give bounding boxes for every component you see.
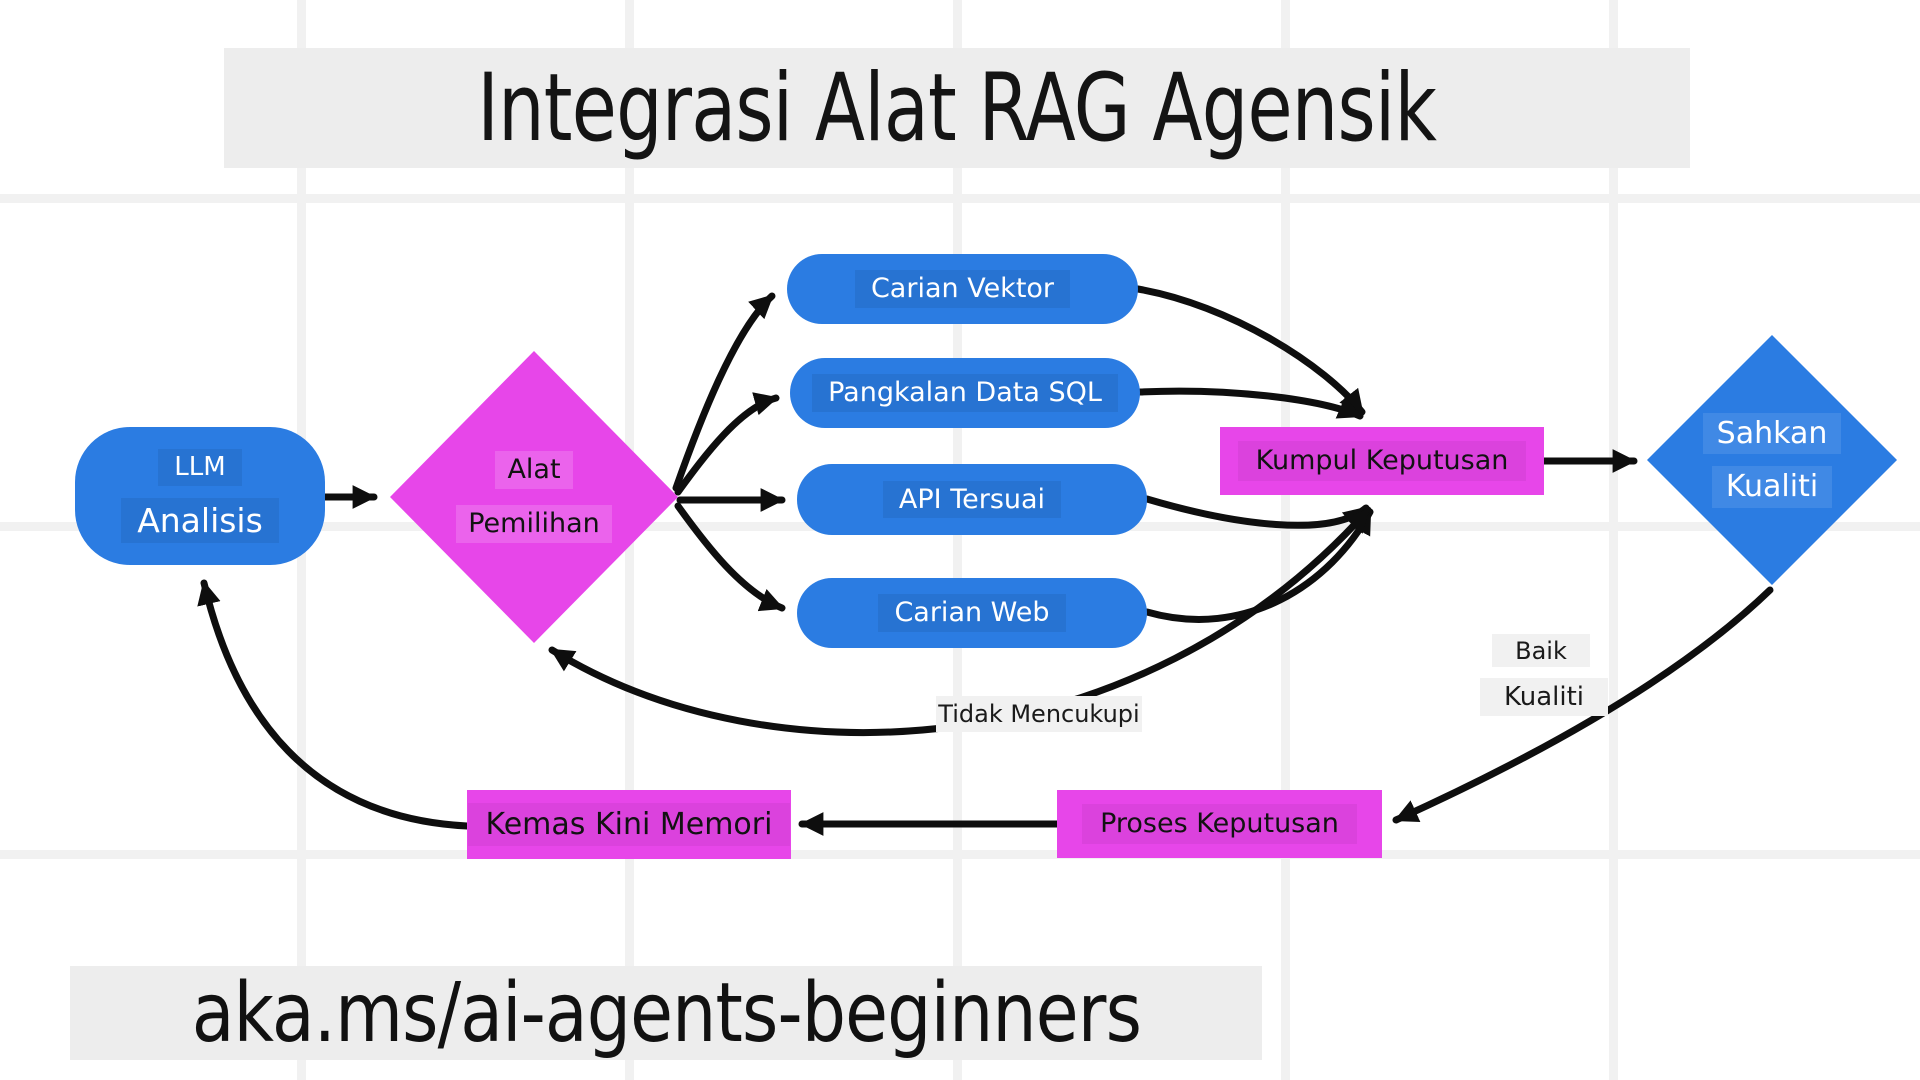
edge-selection-to-web [674,502,786,612]
custom-api-node: API Tersuai [797,464,1147,535]
title-banner: Integrasi Alat RAG Agensik [224,48,1690,168]
process-node: Proses Keputusan [1057,790,1382,858]
edge-memory-to-llm [197,579,471,830]
aggregate-rect-shape [1220,427,1544,495]
llm-node-label-line1: LLM [158,449,242,486]
vector-search-pill-shape [787,254,1138,324]
process-label: Proses Keputusan [1082,804,1357,844]
aggregate-node: Kumpul Keputusan [1220,427,1544,495]
sql-database-node: Pangkalan Data SQL [790,358,1140,428]
aggregate-label: Kumpul Keputusan [1237,441,1527,481]
vector-search-node: Carian Vektor [787,254,1138,324]
good-quality-label-line1: Baik [1492,634,1590,667]
footer-url: aka.ms/ai-agents-beginners [191,965,1141,1061]
web-search-label: Carian Web [878,594,1066,632]
web-search-node: Carian Web [797,578,1147,648]
llm-node-shape [75,427,325,565]
custom-api-label: API Tersuai [882,480,1062,519]
edge-sql-to-aggregate [1136,387,1364,420]
edge-selection-to-vector [672,292,776,492]
custom-api-pill-shape [797,464,1147,535]
tool-selection-label-line2: Pemilihan [456,505,612,543]
sql-database-pill-shape [790,358,1140,428]
validate-node: Sahkan Kualiti [1647,350,1897,570]
tool-selection-node: Alat Pemilihan [409,377,659,617]
memory-node: Kemas Kini Memori [467,790,791,859]
good-quality-label-line2: Kualiti [1480,678,1608,716]
edge-api-to-aggregate [1143,495,1370,531]
node-shapes [75,254,1897,859]
flow-arrows [197,285,1774,836]
memory-label: Kemas Kini Memori [467,802,791,847]
edge-selection-to-sql [674,392,780,496]
edge-vector-to-aggregate [1134,285,1366,416]
page-title: Integrasi Alat RAG Agensik [477,53,1438,163]
validate-label-line2: Kualiti [1711,466,1833,508]
validate-label-line1: Sahkan [1702,412,1842,454]
footer-banner: aka.ms/ai-agents-beginners [70,965,1262,1061]
llm-node-label-line2: Analisis [121,497,279,543]
tool-selection-diamond-shape [390,351,678,643]
tool-selection-label-line1: Alat [495,451,573,489]
memory-rect-shape [467,790,791,859]
process-rect-shape [1057,790,1382,858]
edge-validate-to-process [1392,586,1774,824]
llm-node: LLM Analisis [75,427,325,565]
vector-search-label: Carian Vektor [854,270,1071,308]
web-search-pill-shape [797,578,1147,648]
sql-database-label: Pangkalan Data SQL [812,374,1118,412]
insufficient-label: Tidak Mencukupi [936,696,1142,732]
validate-diamond-shape [1647,335,1897,585]
